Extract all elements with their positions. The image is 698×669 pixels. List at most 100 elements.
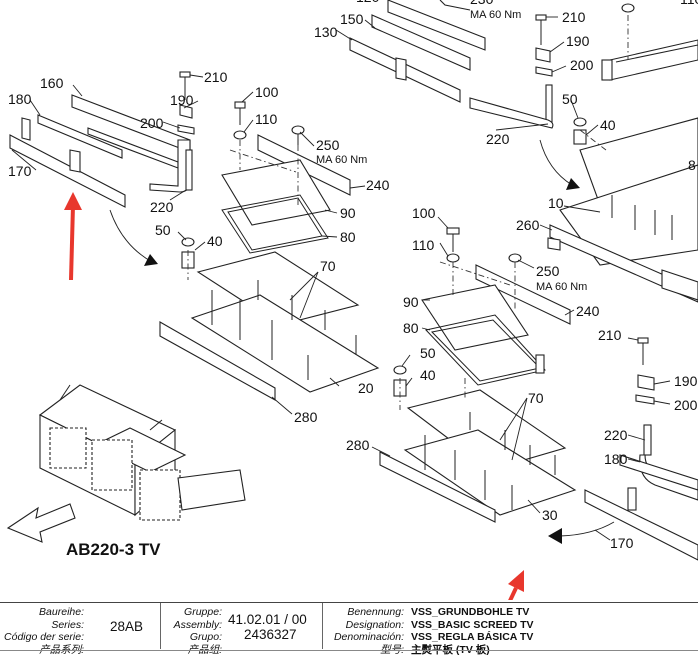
spacer-upper-right [573,3,635,145]
flow-arrow-right [539,139,573,186]
exploded-parts-drawing: AB220-3 TV [6,0,698,600]
label-8: 8 [688,157,696,173]
plates-upper-right [547,15,698,303]
part-name-de: VSS_GRUNDBOHLE TV [411,606,530,618]
label-40: 40 [207,233,223,249]
flow-arrowhead-lower [548,528,562,544]
title-block-bottom-rule [0,650,698,651]
machine-overview-image [38,384,246,521]
label-190: 190 [170,92,194,108]
label-90: 90 [340,205,356,221]
label-50-c: 50 [420,345,436,361]
part-name-en: VSS_BASIC SCREED TV [411,618,534,631]
group-labels: Gruppe: Assembly: Grupo: 产品组: [162,606,222,656]
separator-1 [160,603,161,649]
label-260: 260 [516,217,540,233]
part-names: VSS_GRUNDBOHLE TV VSS_BASIC SCREED TV VS… [411,606,534,656]
pin-right [535,354,545,374]
label-180-b: 180 [604,451,628,467]
label-40-b: 40 [600,117,616,133]
bolt-100-left [233,101,247,140]
label-150: 150 [340,11,364,27]
torque-spec: MA 60 Nm [316,154,367,166]
rail-group-left [9,94,191,208]
bolt-bracket-upper-right [469,14,554,129]
group-label-en: Assembly: [173,618,222,631]
label-230: 230 [470,0,494,7]
label-110-b: 110 [680,0,698,7]
studs-right [424,412,556,510]
strip-280-right [379,451,496,523]
label-210-c: 210 [598,327,622,343]
leader-lines [11,16,671,541]
label-80: 80 [340,229,356,245]
group-label-es: Grupo: [189,631,222,643]
label-100-b: 100 [412,205,436,221]
group-label-zh: 产品组: [187,643,222,656]
label-170-b: 170 [610,535,634,551]
label-20: 20 [358,380,374,396]
title-block: Baureihe: Series: Código der serie: 产品系列… [0,602,698,669]
red-arrow-right [508,570,524,600]
label-40-c: 40 [420,367,436,383]
bolt-100-right [446,227,460,263]
label-90-b: 90 [403,294,419,310]
red-arrow-left [64,192,82,281]
part-name-zh: 主熨平板 (TV 板) [411,643,490,656]
separator-2 [322,603,323,649]
label-220: 220 [150,199,174,215]
label-130: 130 [314,24,338,40]
flow-arrow-left [109,209,153,263]
label-280-b: 280 [346,437,370,453]
rail-170-right [584,489,698,561]
label-180: 180 [8,91,32,107]
label-280: 280 [294,409,318,425]
label-160: 160 [40,75,64,91]
series-label-zh: 产品系列: [39,643,84,656]
label-30: 30 [542,507,558,523]
torque-spec-2: MA 60 Nm [470,9,521,21]
label-190-b: 190 [566,33,590,49]
studs-left [211,280,357,380]
label-120: 120 [356,0,380,5]
plate-20-left [190,294,380,393]
label-220-b: 220 [486,131,510,147]
plate-30-right [403,429,577,516]
label-10: 10 [548,195,564,211]
rail-170-tab [627,487,637,511]
series-label-de: Baureihe: [39,606,84,618]
label-250-b: 250 [536,263,560,279]
bolt-bracket-right [619,337,698,501]
label-220-c: 220 [604,427,628,443]
part-name-es: VSS_REGLA BÁSICA TV [411,631,534,643]
label-210-b: 210 [562,9,586,25]
centerlines-left [187,140,299,280]
label-110: 110 [255,111,278,127]
rail-group-upper-right [349,0,486,103]
label-50-b: 50 [562,91,578,107]
bolt-bracket-left [177,71,195,191]
series-value: 28AB [110,619,144,634]
label-50: 50 [155,222,171,238]
label-200: 200 [140,115,164,131]
group-label-de: Gruppe: [184,606,222,618]
series-label-es: Código der serie: [4,631,84,643]
name-label-de: Benennung: [347,606,404,618]
orientation-arrow [6,503,76,543]
name-label-en: Designation: [345,618,404,631]
part-labels: 210 100 160 180 190 110 200 250 MA 60 Nm… [8,0,698,551]
label-240: 240 [366,177,390,193]
name-label-zh: 型号: [380,643,404,656]
label-70-b: 70 [528,390,544,406]
name-label-es: Denominación: [333,631,404,643]
bar-240-left [257,125,351,196]
flow-arrowhead-right [566,178,580,190]
centerlines-right [399,261,516,410]
flow-arrow-lower [559,521,615,537]
label-200-c: 200 [674,397,698,413]
torque-spec-3: MA 60 Nm [536,281,587,293]
label-200-b: 200 [570,57,594,73]
label-80-b: 80 [403,320,419,336]
label-250: 250 [316,137,340,153]
label-240-b: 240 [576,303,600,319]
